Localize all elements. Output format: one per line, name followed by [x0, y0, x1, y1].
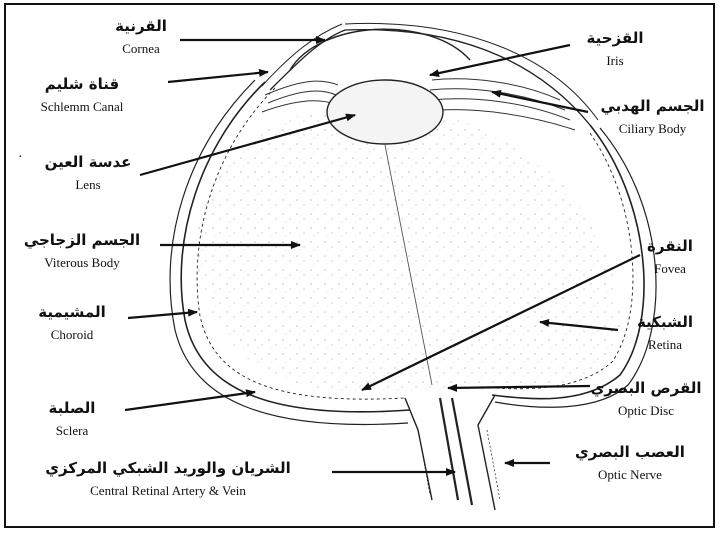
- label-vitreous: الجسم الزجاجي Viterous Body: [12, 230, 152, 272]
- optic-nerve-shape: [405, 395, 500, 510]
- label-cornea-ar: القرنية: [66, 16, 216, 36]
- arrow-sclera: [125, 392, 255, 410]
- label-fovea: النقرة Fovea: [630, 236, 710, 278]
- label-optic-nerve: العصب البصري Optic Nerve: [560, 442, 700, 484]
- label-fovea-ar: النقرة: [630, 236, 710, 256]
- arrow-schlemm: [168, 72, 268, 82]
- label-optic-disc: القرص البصري Optic Disc: [586, 378, 706, 420]
- label-vitreous-ar: الجسم الزجاجي: [12, 230, 152, 250]
- label-schlemm-ar: قناة شليم: [12, 74, 152, 94]
- label-ciliary: الجسم الهدبي Ciliary Body: [590, 96, 715, 138]
- lens-shape: [327, 80, 443, 144]
- label-fovea-en: Fovea: [630, 260, 710, 278]
- label-optic-disc-ar: القرص البصري: [586, 378, 706, 398]
- label-retina-ar: الشبكية: [620, 312, 710, 332]
- label-ciliary-ar: الجسم الهدبي: [590, 96, 715, 116]
- label-iris-en: Iris: [570, 52, 660, 70]
- label-schlemm: قناة شليم Schlemm Canal: [12, 74, 152, 116]
- label-central-ar: الشريان والوريد الشبكي المركزي: [18, 458, 318, 478]
- label-iris: القزحية Iris: [570, 28, 660, 70]
- label-cornea-en: Cornea: [66, 40, 216, 58]
- label-sclera: الصلبة Sclera: [22, 398, 122, 440]
- bullet-marker: ·: [18, 150, 23, 166]
- label-central-artery-vein: الشريان والوريد الشبكي المركزي Central R…: [18, 458, 318, 500]
- arrow-choroid: [128, 312, 197, 318]
- label-iris-ar: القزحية: [570, 28, 660, 48]
- label-retina: الشبكية Retina: [620, 312, 710, 354]
- label-optic-nerve-en: Optic Nerve: [560, 466, 700, 484]
- label-retina-en: Retina: [620, 336, 710, 354]
- arrow-iris: [430, 45, 570, 75]
- label-ciliary-en: Ciliary Body: [590, 120, 715, 138]
- cornea-shape: [290, 29, 470, 70]
- vitreous-body-shape: [195, 105, 620, 393]
- label-schlemm-en: Schlemm Canal: [12, 98, 152, 116]
- label-lens-ar: عدسة العين: [38, 152, 138, 172]
- label-lens: عدسة العين Lens: [38, 152, 138, 194]
- label-lens-en: Lens: [38, 176, 138, 194]
- arrow-ciliary: [492, 92, 588, 112]
- label-central-en: Central Retinal Artery & Vein: [18, 482, 318, 500]
- label-sclera-en: Sclera: [22, 422, 122, 440]
- label-cornea: القرنية Cornea: [66, 16, 216, 58]
- label-choroid: المشيمية Choroid: [22, 302, 122, 344]
- label-choroid-ar: المشيمية: [22, 302, 122, 322]
- label-vitreous-en: Viterous Body: [12, 254, 152, 272]
- label-optic-nerve-ar: العصب البصري: [560, 442, 700, 462]
- label-choroid-en: Choroid: [22, 326, 122, 344]
- label-sclera-ar: الصلبة: [22, 398, 122, 418]
- label-optic-disc-en: Optic Disc: [586, 402, 706, 420]
